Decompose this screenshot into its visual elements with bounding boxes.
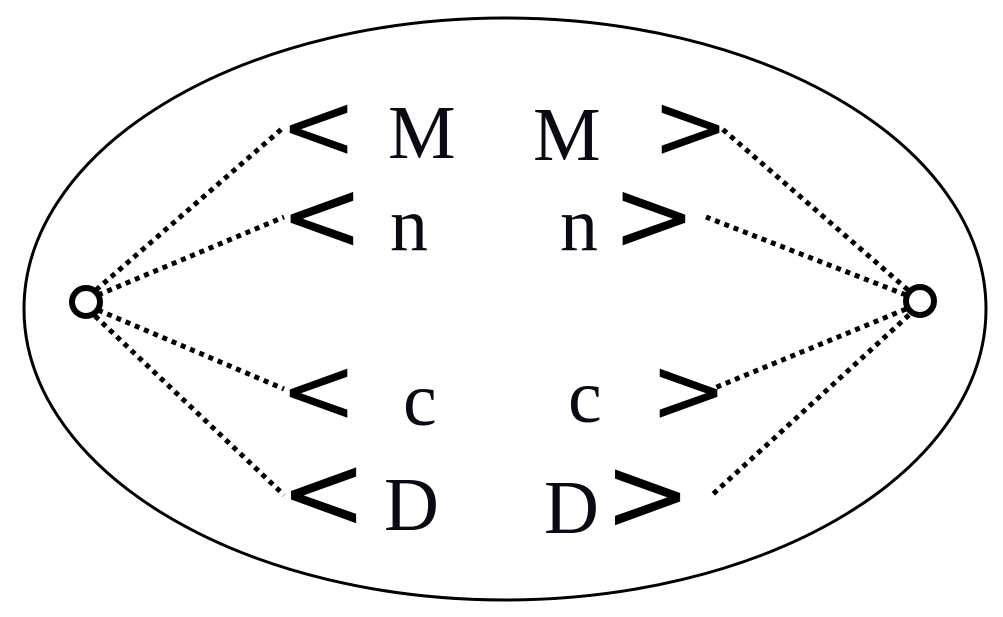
edge-left-M xyxy=(94,125,286,292)
label-right-M: M xyxy=(533,93,601,177)
label-left-n: n xyxy=(390,183,428,267)
label-right-D: D xyxy=(544,466,599,550)
right-bracket-M: > xyxy=(652,73,729,180)
outer-ellipse xyxy=(22,16,988,602)
edge-left-c xyxy=(97,307,285,392)
edge-right-D xyxy=(710,313,911,497)
label-left-D: D xyxy=(384,463,439,547)
edge-right-c xyxy=(711,306,907,392)
left-dotted-edges xyxy=(93,125,286,497)
right-bracket-c: > xyxy=(650,337,727,444)
label-left-c: c xyxy=(403,358,437,442)
left-node xyxy=(69,285,103,319)
left-bracket-c: < xyxy=(280,337,357,444)
edge-left-n xyxy=(97,214,285,298)
right-bracket-D: > xyxy=(604,433,691,555)
left-bracket-D: < xyxy=(280,431,367,553)
left-bracket-n: < xyxy=(280,157,364,274)
left-bracket-M: < xyxy=(280,73,357,180)
edge-left-D xyxy=(93,314,286,497)
label-right-c: c xyxy=(568,355,602,439)
label-left-M: M xyxy=(388,91,456,175)
edge-right-n xyxy=(705,214,907,298)
label-right-n: n xyxy=(560,183,598,267)
right-dotted-edges xyxy=(705,125,911,497)
right-bracket-n: > xyxy=(612,157,696,274)
right-node xyxy=(903,284,937,318)
edge-right-M xyxy=(718,125,910,292)
